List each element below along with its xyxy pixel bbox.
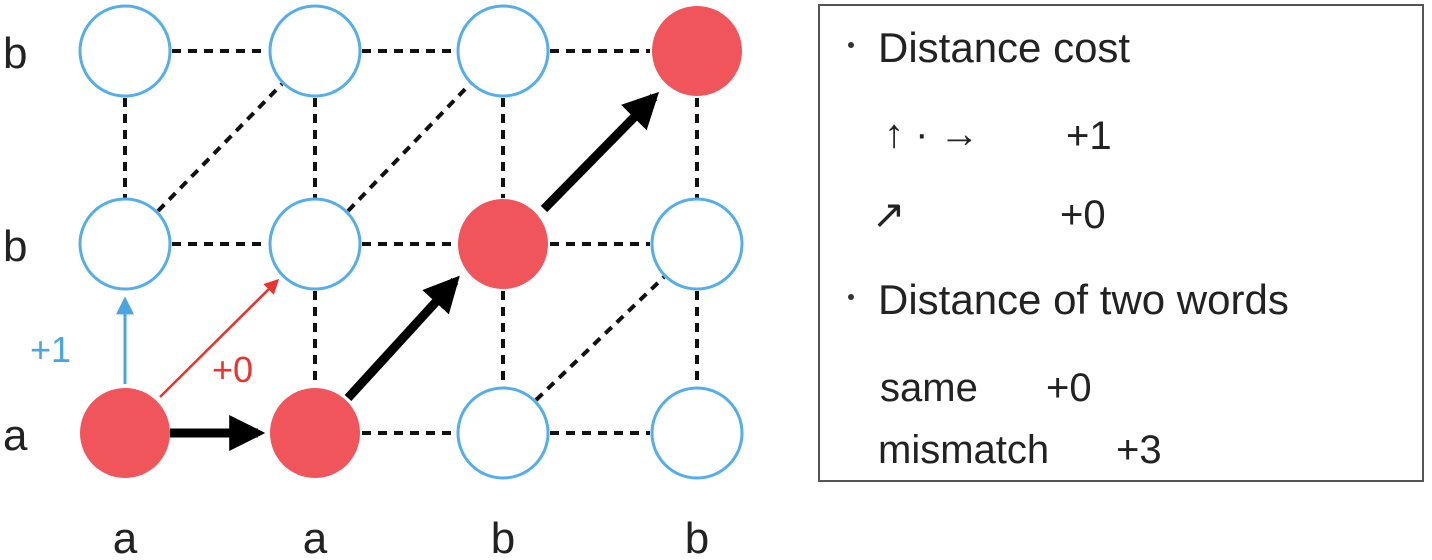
legend-row1-symbols: ↑ · → [884, 112, 980, 156]
open-node-r2c2 [456, 386, 550, 480]
alignment-grid-diagram: +1 +0 b b a a a b b [3, 4, 744, 560]
legend-row2-symbol: ↗ [872, 193, 906, 237]
path-arrow-3 [540, 91, 660, 213]
filled-node-r0c3 [652, 6, 742, 96]
diag-cost-label: +0 [212, 349, 253, 390]
edge-d-r1c0-r0c1 [156, 82, 284, 213]
open-node-r2c3 [650, 386, 744, 480]
bullet-dot-1 [848, 42, 854, 48]
legend-same-cost: +0 [1046, 366, 1092, 410]
dashed-edges [123, 49, 699, 435]
diag-cost-arrow [159, 278, 280, 398]
legend-box [818, 4, 1424, 482]
col-label-0: a [113, 514, 138, 560]
bullet-dot-2 [848, 294, 854, 300]
col-label-2: b [491, 514, 515, 560]
filled-node-r2c0 [80, 388, 170, 478]
open-node-r0c1 [268, 4, 362, 98]
open-node-r1c0 [78, 197, 172, 291]
legend-section1-title: Distance cost [878, 24, 1131, 71]
edge-d-r2c2-r1c3 [534, 275, 666, 402]
filled-node-r2c1 [270, 388, 360, 478]
legend-section2-title: Distance of two words [878, 276, 1289, 323]
open-node-r0c0 [78, 4, 172, 98]
optimal-path [170, 91, 660, 451]
col-label-1: a [303, 514, 328, 560]
open-node-r1c3 [650, 197, 744, 291]
up-cost-label: +1 [30, 329, 71, 370]
row-label-2: a [3, 411, 28, 460]
legend-row2-cost: +0 [1060, 193, 1106, 237]
open-node-r0c2 [456, 4, 550, 98]
col-label-3: b [685, 514, 709, 560]
path-arrow-2 [344, 275, 460, 402]
row-label-1: b [3, 222, 27, 271]
grid-nodes [78, 4, 744, 480]
legend-same-label: same [880, 366, 978, 410]
legend-mismatch-cost: +3 [1116, 428, 1162, 472]
legend-row1-cost: +1 [1066, 114, 1112, 158]
edge-d-r1c1-r0c2 [346, 82, 472, 213]
legend-mismatch-label: mismatch [878, 428, 1050, 472]
open-node-r1c1 [268, 197, 362, 291]
row-label-0: b [3, 29, 27, 78]
filled-node-r1c2 [458, 199, 548, 289]
